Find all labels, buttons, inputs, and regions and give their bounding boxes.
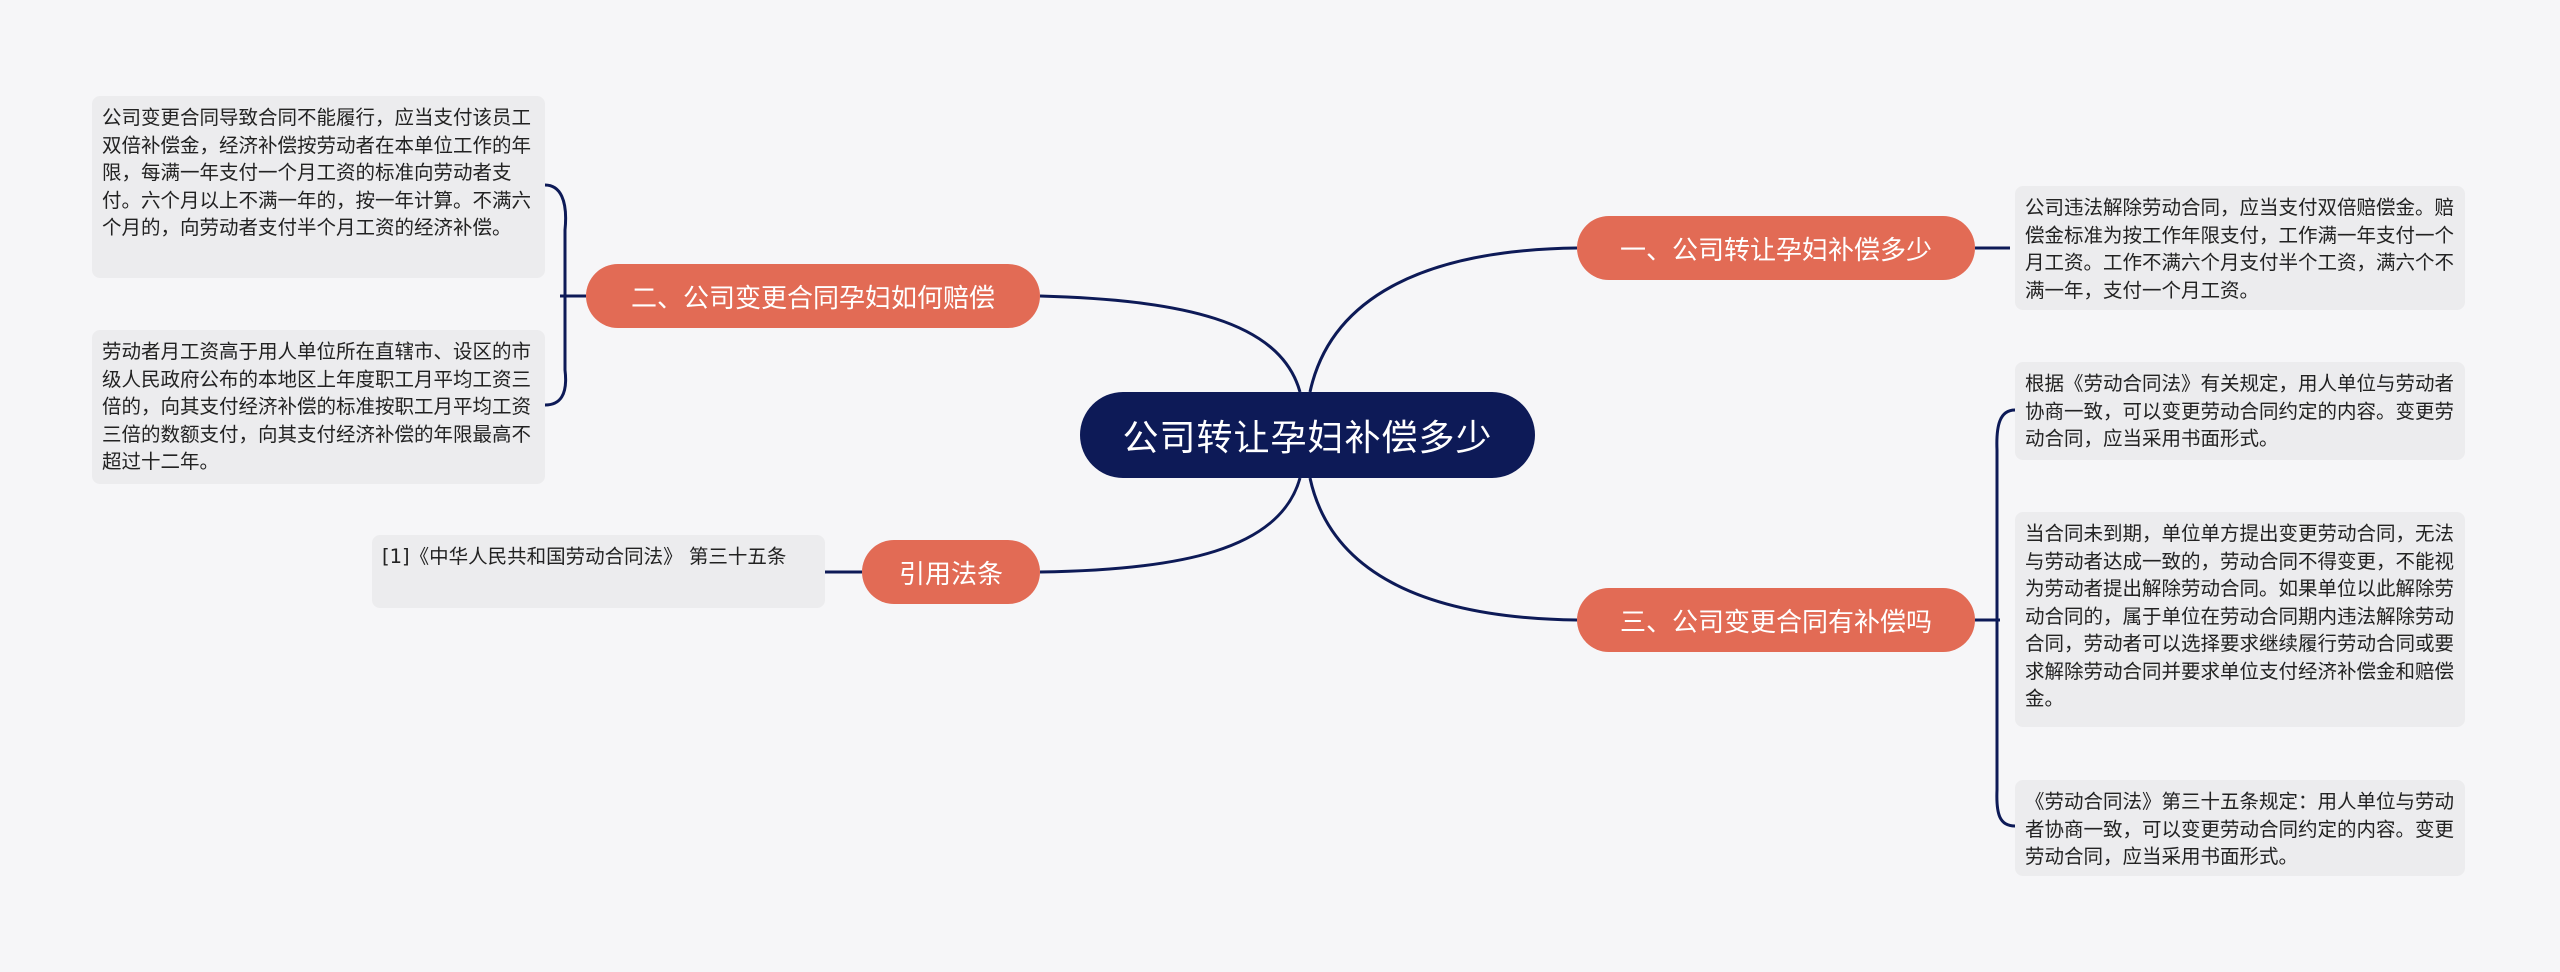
leaf-b4-1: [1]《中华人民共和国劳动合同法》 第三十五条: [372, 535, 825, 608]
leaf-b3-1: 根据《劳动合同法》有关规定，用人单位与劳动者协商一致，可以变更劳动合同约定的内容…: [2015, 362, 2465, 460]
link-central-b3: [1308, 477, 1578, 622]
leaf-b2-1: 公司变更合同导致合同不能履行，应当支付该员工双倍补偿金，经济补偿按劳动者在本单位…: [92, 96, 545, 278]
branch-b3[interactable]: 三、公司变更合同有补偿吗: [1577, 588, 1975, 652]
link-central-b4: [1039, 477, 1302, 574]
leaf-b3-3: 《劳动合同法》第三十五条规定：用人单位与劳动者协商一致，可以变更劳动合同约定的内…: [2015, 780, 2465, 876]
link-central-b2: [1039, 294, 1302, 393]
link-b3-bracket: [1995, 408, 2016, 828]
link-central-b1: [1308, 246, 1578, 393]
branch-b4[interactable]: 引用法条: [862, 540, 1040, 604]
central-topic[interactable]: 公司转让孕妇补偿多少: [1080, 392, 1535, 478]
branch-b1[interactable]: 一、公司转让孕妇补偿多少: [1577, 216, 1975, 280]
branch-b2[interactable]: 二、公司变更合同孕妇如何赔偿: [586, 264, 1040, 328]
leaf-b3-2: 当合同未到期，单位单方提出变更劳动合同，无法与劳动者达成一致的，劳动合同不得变更…: [2015, 512, 2465, 727]
link-b2-bracket: [544, 183, 568, 407]
leaf-b1-1: 公司违法解除劳动合同，应当支付双倍赔偿金。赔偿金标准为按工作年限支付，工作满一年…: [2015, 186, 2465, 310]
leaf-b2-2: 劳动者月工资高于用人单位所在直辖市、设区的市级人民政府公布的本地区上年度职工月平…: [92, 330, 545, 484]
